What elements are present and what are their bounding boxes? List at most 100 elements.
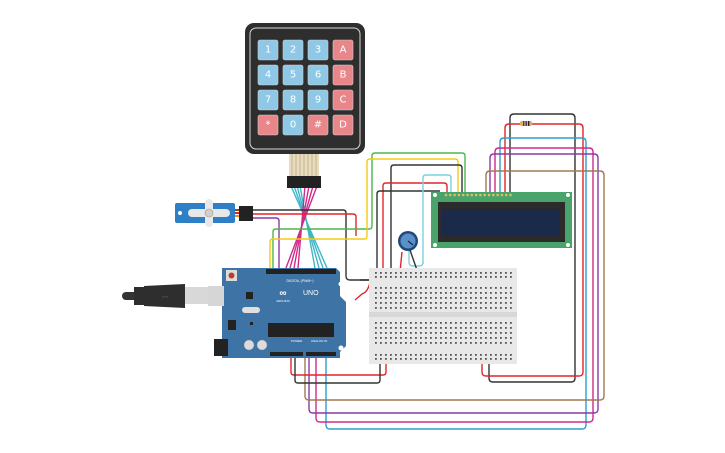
breadboard-hole[interactable] xyxy=(425,322,427,324)
breadboard-hole[interactable] xyxy=(505,322,507,324)
breadboard-hole[interactable] xyxy=(440,327,442,329)
breadboard-hole[interactable] xyxy=(470,332,472,334)
breadboard-hole[interactable] xyxy=(375,322,377,324)
breadboard-hole[interactable] xyxy=(410,272,412,274)
breadboard-hole[interactable] xyxy=(455,342,457,344)
breadboard-hole[interactable] xyxy=(430,287,432,289)
breadboard-hole[interactable] xyxy=(445,302,447,304)
breadboard-hole[interactable] xyxy=(480,307,482,309)
breadboard-hole[interactable] xyxy=(390,302,392,304)
breadboard-hole[interactable] xyxy=(495,342,497,344)
breadboard-hole[interactable] xyxy=(390,276,392,278)
breadboard-hole[interactable] xyxy=(505,332,507,334)
breadboard-hole[interactable] xyxy=(445,292,447,294)
breadboard-hole[interactable] xyxy=(460,297,462,299)
breadboard-hole[interactable] xyxy=(495,358,497,360)
breadboard-hole[interactable] xyxy=(470,276,472,278)
breadboard-hole[interactable] xyxy=(420,332,422,334)
breadboard-hole[interactable] xyxy=(380,307,382,309)
breadboard-hole[interactable] xyxy=(500,327,502,329)
breadboard-hole[interactable] xyxy=(380,287,382,289)
breadboard-hole[interactable] xyxy=(400,272,402,274)
breadboard[interactable] xyxy=(369,268,517,364)
breadboard-hole[interactable] xyxy=(440,302,442,304)
breadboard-hole[interactable] xyxy=(385,327,387,329)
breadboard-hole[interactable] xyxy=(450,287,452,289)
breadboard-hole[interactable] xyxy=(485,327,487,329)
breadboard-hole[interactable] xyxy=(415,358,417,360)
breadboard-hole[interactable] xyxy=(470,292,472,294)
breadboard-hole[interactable] xyxy=(385,292,387,294)
breadboard-hole[interactable] xyxy=(395,272,397,274)
breadboard-hole[interactable] xyxy=(455,337,457,339)
breadboard-hole[interactable] xyxy=(480,332,482,334)
breadboard-hole[interactable] xyxy=(500,322,502,324)
breadboard-hole[interactable] xyxy=(415,332,417,334)
breadboard-hole[interactable] xyxy=(430,302,432,304)
breadboard-hole[interactable] xyxy=(415,287,417,289)
keypad-key-A[interactable]: A xyxy=(332,39,354,61)
breadboard-hole[interactable] xyxy=(405,332,407,334)
breadboard-hole[interactable] xyxy=(375,276,377,278)
breadboard-hole[interactable] xyxy=(460,358,462,360)
breadboard-hole[interactable] xyxy=(440,307,442,309)
breadboard-hole[interactable] xyxy=(385,287,387,289)
breadboard-hole[interactable] xyxy=(395,287,397,289)
breadboard-hole[interactable] xyxy=(405,322,407,324)
breadboard-hole[interactable] xyxy=(400,302,402,304)
breadboard-hole[interactable] xyxy=(435,276,437,278)
breadboard-hole[interactable] xyxy=(470,354,472,356)
breadboard-hole[interactable] xyxy=(480,297,482,299)
breadboard-hole[interactable] xyxy=(435,297,437,299)
breadboard-hole[interactable] xyxy=(385,302,387,304)
breadboard-hole[interactable] xyxy=(460,287,462,289)
breadboard-hole[interactable] xyxy=(465,272,467,274)
breadboard-hole[interactable] xyxy=(445,354,447,356)
keypad-key-3[interactable]: 3 xyxy=(307,39,329,61)
breadboard-hole[interactable] xyxy=(410,287,412,289)
breadboard-hole[interactable] xyxy=(505,302,507,304)
breadboard-hole[interactable] xyxy=(450,302,452,304)
breadboard-hole[interactable] xyxy=(395,292,397,294)
keypad-key-2[interactable]: 2 xyxy=(282,39,304,61)
breadboard-hole[interactable] xyxy=(430,337,432,339)
breadboard-hole[interactable] xyxy=(510,276,512,278)
lcd-16x2[interactable] xyxy=(431,192,572,248)
breadboard-hole[interactable] xyxy=(440,276,442,278)
breadboard-hole[interactable] xyxy=(465,276,467,278)
breadboard-hole[interactable] xyxy=(505,327,507,329)
breadboard-hole[interactable] xyxy=(490,327,492,329)
lcd-pin[interactable] xyxy=(453,193,456,197)
breadboard-hole[interactable] xyxy=(450,337,452,339)
breadboard-hole[interactable] xyxy=(505,337,507,339)
keypad-key-8[interactable]: 8 xyxy=(282,89,304,111)
breadboard-hole[interactable] xyxy=(445,287,447,289)
breadboard-hole[interactable] xyxy=(500,302,502,304)
breadboard-hole[interactable] xyxy=(495,332,497,334)
breadboard-hole[interactable] xyxy=(380,272,382,274)
breadboard-hole[interactable] xyxy=(500,358,502,360)
breadboard-hole[interactable] xyxy=(415,307,417,309)
breadboard-hole[interactable] xyxy=(465,287,467,289)
breadboard-hole[interactable] xyxy=(510,337,512,339)
breadboard-hole[interactable] xyxy=(410,337,412,339)
breadboard-hole[interactable] xyxy=(410,297,412,299)
breadboard-hole[interactable] xyxy=(380,354,382,356)
breadboard-hole[interactable] xyxy=(475,354,477,356)
keypad-key-D[interactable]: D xyxy=(332,114,354,136)
breadboard-hole[interactable] xyxy=(445,276,447,278)
breadboard-hole[interactable] xyxy=(435,292,437,294)
breadboard-hole[interactable] xyxy=(425,337,427,339)
breadboard-hole[interactable] xyxy=(425,354,427,356)
breadboard-hole[interactable] xyxy=(485,292,487,294)
breadboard-hole[interactable] xyxy=(420,354,422,356)
breadboard-hole[interactable] xyxy=(450,332,452,334)
breadboard-hole[interactable] xyxy=(510,327,512,329)
breadboard-hole[interactable] xyxy=(480,292,482,294)
breadboard-hole[interactable] xyxy=(495,307,497,309)
breadboard-hole[interactable] xyxy=(495,322,497,324)
breadboard-hole[interactable] xyxy=(405,337,407,339)
breadboard-hole[interactable] xyxy=(400,332,402,334)
breadboard-hole[interactable] xyxy=(465,297,467,299)
breadboard-hole[interactable] xyxy=(430,332,432,334)
